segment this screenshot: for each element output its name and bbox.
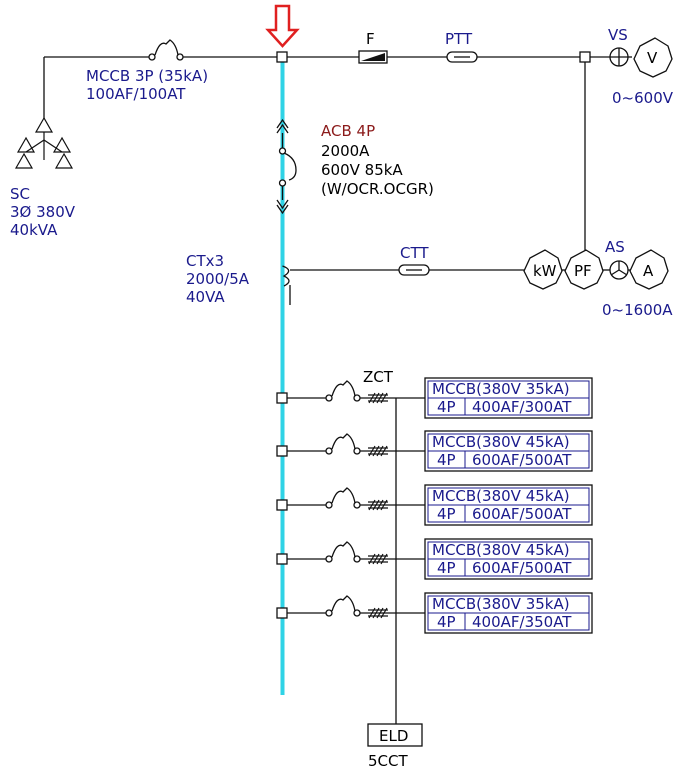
feeder-pole: 4P: [437, 559, 456, 577]
sc-label-2: 3Ø 380V: [10, 203, 76, 221]
feeder-row: MCCB(380V 45kA)4P 600AF/500AT: [276, 538, 593, 580]
feeder-breaker-arc: [331, 541, 356, 558]
ct-label-2: 2000/5A: [186, 270, 250, 288]
fuse-label: F: [366, 30, 375, 48]
elb-label: ELD: [379, 727, 408, 745]
elb-box: [367, 723, 423, 747]
feeder-row: MCCB(380V 45kA)4P 600AF/500AT: [276, 484, 593, 526]
as-switch-icon: [609, 260, 629, 280]
fuse-symbol: [358, 50, 388, 64]
mccb-label-2: 100AF/100AT: [86, 85, 186, 103]
feeder-junction: [276, 499, 288, 511]
feeder-pole: 4P: [437, 505, 456, 523]
zct-icon: [368, 553, 388, 565]
voltmeter-label: V: [647, 49, 658, 67]
feeder-junction: [276, 392, 288, 404]
feeder-rating: 600AF/500AT: [472, 451, 572, 469]
feeder-breaker-contact: [325, 555, 333, 563]
ptt-label: PTT: [445, 30, 473, 48]
feeder-row: MCCB(380V 45kA)4P 600AF/500AT: [276, 430, 593, 472]
bus-junction-top: [276, 51, 288, 63]
feeder-pole: 4P: [437, 451, 456, 469]
sc-source-icon: [14, 116, 74, 169]
mccb-3p-symbol: [148, 39, 184, 61]
pf-meter-icon: [564, 249, 604, 290]
feeder-junction: [276, 445, 288, 457]
feeder-rating: 400AF/350AT: [472, 613, 572, 631]
voltmeter-range: 0~600V: [612, 89, 674, 107]
feeder-pole: 4P: [437, 398, 456, 416]
acb-breaker-symbol: [276, 118, 297, 215]
vs-junction: [579, 51, 591, 63]
feeder-mccb-spec: MCCB(380V 45kA): [432, 541, 570, 559]
acb-title: ACB 4P: [321, 122, 375, 140]
zct-icon: [368, 392, 388, 404]
ammeter-range: 0~1600A: [602, 301, 673, 319]
ptt-symbol: [446, 51, 478, 63]
ctt-symbol: [398, 264, 430, 276]
zct-icon: [368, 607, 388, 619]
elb-sub: 5CCT: [368, 752, 408, 770]
kw-meter-label: kW: [533, 262, 557, 280]
feeder-mccb-spec: MCCB(380V 45kA): [432, 487, 570, 505]
acb-line-2: 2000A: [321, 142, 370, 160]
feeder-mccb-spec: MCCB(380V 45kA): [432, 433, 570, 451]
sc-label-1: SC: [10, 185, 30, 203]
ct-label-3: 40VA: [186, 288, 225, 306]
feeder-mccb-spec: MCCB(380V 35kA): [432, 380, 570, 398]
feeder-breaker-contact: [325, 447, 333, 455]
feeder-breaker-contact: [325, 501, 333, 509]
feeder-breaker-arc: [331, 380, 356, 397]
pf-meter-label: PF: [574, 262, 592, 280]
acb-line-3: 600V 85kA: [321, 161, 403, 179]
feeder-breaker-contact: [325, 394, 333, 402]
feeder-breaker-arc: [331, 487, 356, 504]
feeder-row: MCCB(380V 35kA)4P 400AF/300AT: [276, 377, 593, 419]
main-bus: [280, 58, 285, 695]
sc-label-3: 40kVA: [10, 221, 58, 239]
feeder-junction: [276, 553, 288, 565]
feeder-breaker-arc: [331, 433, 356, 450]
vs-label: VS: [608, 26, 628, 44]
zct-label: ZCT: [363, 368, 394, 386]
feeder-pole: 4P: [437, 613, 456, 631]
as-label: AS: [605, 238, 625, 256]
incoming-arrow-icon: [265, 4, 300, 48]
voltmeter-icon: [633, 37, 673, 78]
feeder-rating: 400AF/300AT: [472, 398, 572, 416]
zct-icon: [368, 499, 388, 511]
feeder-breaker-arc: [331, 595, 356, 612]
feeder-breaker-contact: [325, 609, 333, 617]
ct-symbol: [282, 265, 291, 305]
feeder-rating: 600AF/500AT: [472, 505, 572, 523]
feeder-mccb-spec: MCCB(380V 35kA): [432, 595, 570, 613]
ammeter-label: A: [643, 262, 654, 280]
kw-meter-icon: [523, 249, 563, 290]
feeder-row: MCCB(380V 35kA)4P 400AF/350AT: [276, 592, 593, 634]
ctt-label: CTT: [400, 244, 429, 262]
ct-label-1: CTx3: [186, 252, 224, 270]
zct-icon: [368, 445, 388, 457]
feeder-junction: [276, 607, 288, 619]
vs-switch-icon: [609, 47, 629, 67]
acb-line-4: (W/OCR.OCGR): [321, 180, 434, 198]
feeder-rating: 600AF/500AT: [472, 559, 572, 577]
ammeter-icon: [629, 249, 669, 290]
mccb-label-1: MCCB 3P (35kA): [86, 67, 208, 85]
